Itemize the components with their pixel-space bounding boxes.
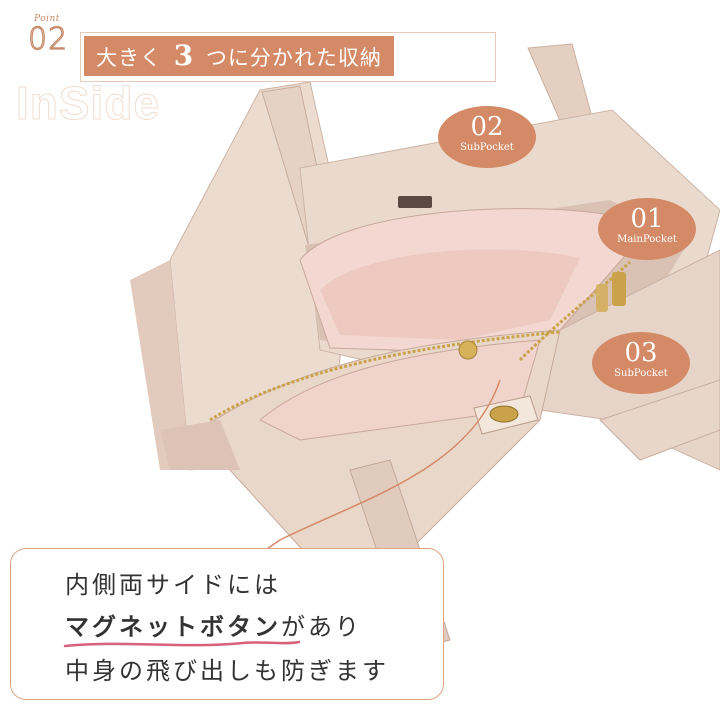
callout-line-2: マグネットボタンがあり bbox=[65, 607, 362, 642]
title-num: 3 bbox=[173, 39, 195, 72]
pocket-name: SubPocket bbox=[460, 142, 514, 153]
title-banner-frame bbox=[80, 32, 496, 82]
bag-handle-right-strap bbox=[599, 379, 720, 461]
clasp-back bbox=[398, 196, 432, 208]
section-title: 大きく 3 つに分かれた収納 bbox=[84, 36, 394, 76]
magnet-button-tab bbox=[489, 405, 519, 423]
pocket-badge-02: 02 SubPocket bbox=[438, 106, 536, 168]
pocket-badge-03: 03 SubPocket bbox=[592, 332, 690, 394]
callout-line-3: 中身の飛び出しも防ぎます bbox=[65, 657, 389, 685]
callout-line-2-rest: があり bbox=[281, 613, 362, 641]
inside-heading: InSide bbox=[15, 77, 161, 130]
pocket-number: 03 bbox=[624, 338, 658, 368]
bag-handle-left-strap bbox=[160, 420, 240, 470]
pocket-number: 02 bbox=[470, 112, 504, 142]
highlight-underline bbox=[63, 640, 301, 648]
point-label: Point bbox=[34, 14, 60, 24]
pocket-name: MainPocket bbox=[617, 234, 677, 245]
title-pre: 大きく bbox=[96, 46, 162, 70]
callout-line-1: 内側両サイドには bbox=[65, 571, 281, 599]
point-number: 02 bbox=[27, 21, 69, 57]
title-post: つに分かれた収納 bbox=[205, 46, 382, 70]
zipper-pull bbox=[612, 272, 626, 306]
bag-left-side bbox=[130, 260, 190, 470]
zipper-right bbox=[518, 260, 632, 362]
pocket-number: 01 bbox=[630, 204, 664, 234]
zipper-pull-2 bbox=[596, 284, 608, 312]
pocket-name: SubPocket bbox=[614, 368, 668, 379]
main-pocket-inner bbox=[320, 249, 580, 340]
callout-highlight: マグネットボタン bbox=[65, 613, 281, 641]
magnet-button-center bbox=[458, 340, 478, 360]
pocket-badge-01: 01 MainPocket bbox=[598, 198, 696, 260]
feature-callout: 内側両サイドには マグネットボタンがあり 中身の飛び出しも防ぎます bbox=[10, 548, 444, 700]
